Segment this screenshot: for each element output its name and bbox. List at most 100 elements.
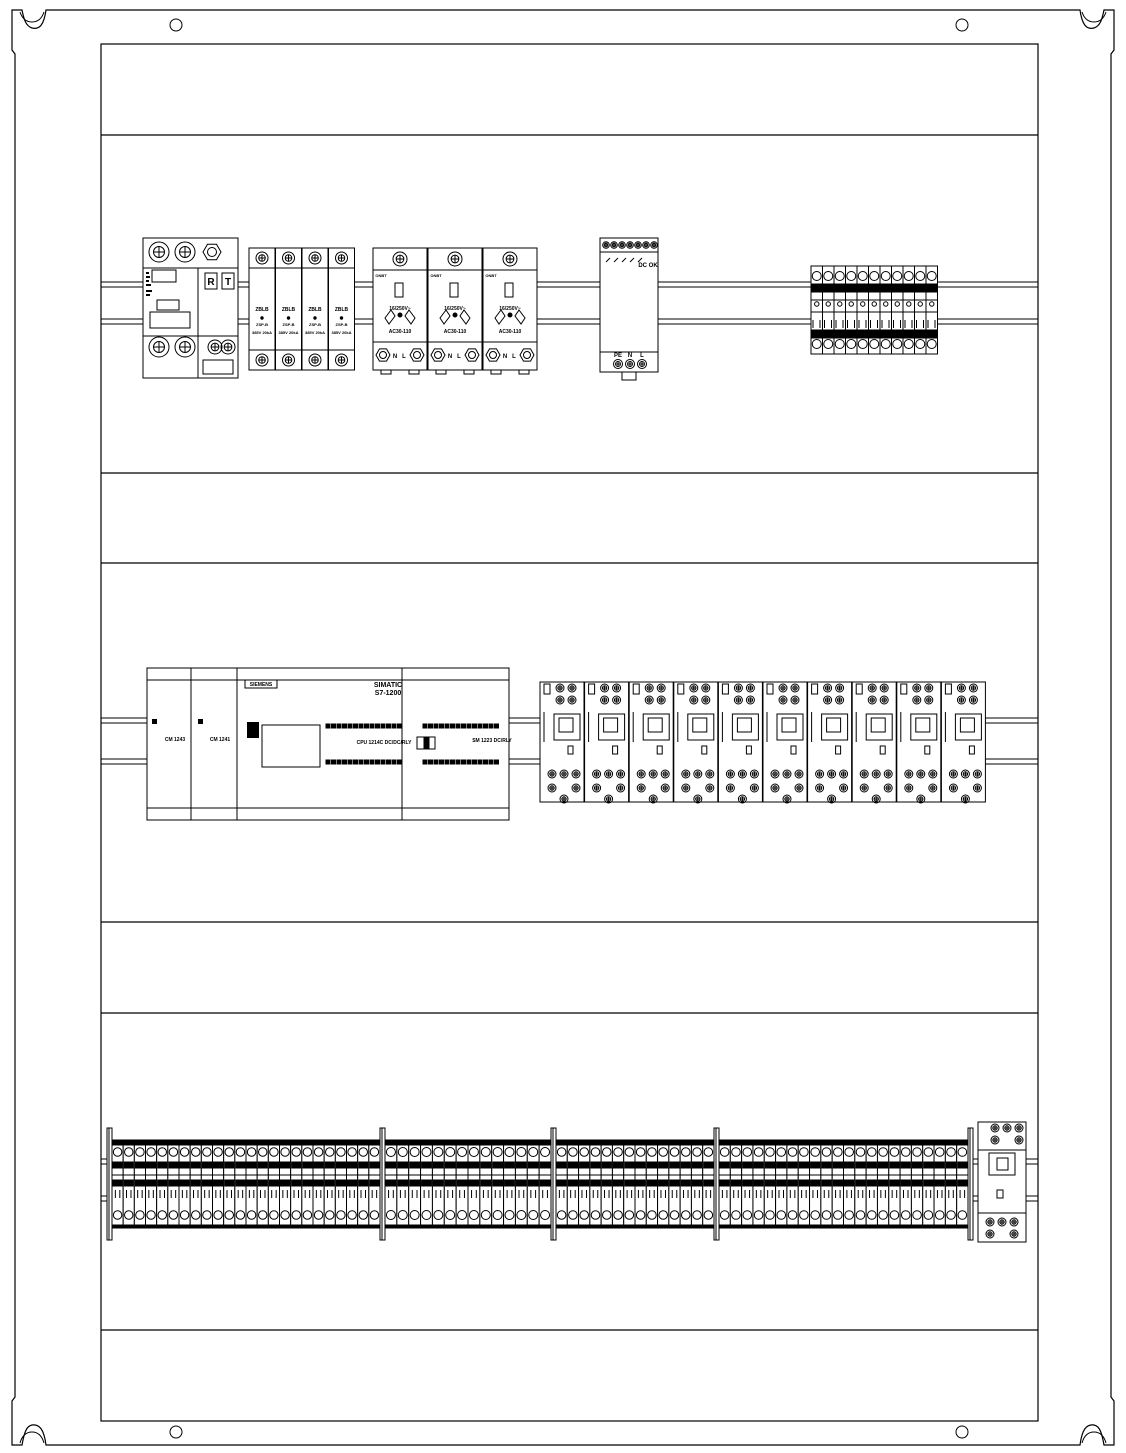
terminal (868, 265, 881, 355)
socket-n-label: N (448, 354, 452, 360)
screw-icon (567, 683, 577, 693)
screw-icon (637, 359, 647, 369)
terminal (256, 1139, 269, 1229)
screw-icon (778, 695, 788, 705)
plc-io-terminal (422, 723, 428, 729)
plc-io-terminal (364, 723, 369, 729)
screw-icon (904, 769, 914, 779)
screw-icon (815, 769, 825, 779)
screw-icon (592, 769, 602, 779)
screw-icon (616, 783, 626, 793)
plc-io-terminal (428, 759, 433, 765)
breaker-label-box (204, 272, 218, 290)
plc-io-terminal (397, 759, 402, 765)
plc-io-terminal (450, 759, 455, 765)
relay-coil (687, 713, 715, 741)
terminal (786, 1139, 799, 1229)
screw-icon (174, 336, 196, 358)
terminal (122, 1139, 135, 1229)
screw-icon (207, 339, 223, 355)
screw-icon (648, 794, 658, 804)
screw-icon (839, 783, 849, 793)
plc-io-terminal (347, 759, 353, 765)
terminal (657, 1139, 670, 1229)
screw-icon (555, 695, 565, 705)
spd-model-label: ZSP-B (256, 322, 268, 327)
terminal (925, 265, 938, 355)
terminal (479, 1139, 493, 1229)
plc-io-terminal (444, 723, 450, 729)
spd-rating-label: 385V 20kA (252, 330, 272, 335)
terminal (752, 1139, 765, 1229)
plc-s7-1200: CM 1243 CM 1241 SIEMENS SIMATIC S7-1200 … (146, 667, 512, 821)
hex-screw-icon (485, 348, 501, 362)
plc-io-terminal (466, 723, 472, 729)
relay-module (628, 681, 674, 804)
screw-icon (616, 769, 626, 779)
socket-earth-slot (449, 282, 459, 298)
plc-io-terminal (439, 723, 444, 729)
terminal (833, 265, 846, 355)
screw-icon (559, 794, 569, 804)
end-stop (550, 1127, 557, 1241)
terminal (566, 1139, 580, 1229)
terminal (611, 1139, 625, 1229)
socket-earth-slot (394, 282, 404, 298)
terminal (589, 1139, 602, 1229)
spd-brand-label: ZBLB (335, 307, 349, 313)
screw-icon (839, 769, 849, 779)
spd-brand-label: ZBLB (255, 307, 269, 313)
plc-io-terminal (466, 759, 472, 765)
screw-icon (650, 241, 658, 249)
screw-icon (956, 683, 966, 693)
screw-icon (985, 1229, 995, 1239)
psu-l-label: L (640, 353, 644, 359)
screw-icon (972, 783, 982, 793)
terminal (822, 265, 835, 355)
screw-icon (642, 241, 650, 249)
hex-screw-icon (375, 348, 391, 362)
screw-icon (600, 695, 610, 705)
plc-io-terminal (380, 723, 386, 729)
screw-icon (660, 783, 670, 793)
screw-icon (956, 695, 966, 705)
socket-n-label: N (503, 354, 507, 360)
screw-icon (1009, 1217, 1019, 1227)
terminal (467, 1139, 481, 1229)
plc-io-terminal (444, 759, 450, 765)
screw-icon (782, 794, 792, 804)
mounting-plate (11, 9, 1115, 1446)
terminal (645, 1139, 659, 1229)
screw-icon (749, 783, 759, 793)
relay-module (539, 681, 585, 804)
screw-icon (644, 683, 654, 693)
relay-coil (776, 713, 804, 741)
plc-io-terminal (488, 723, 494, 729)
screw-icon (733, 695, 743, 705)
screw-icon (794, 769, 804, 779)
plc-io-terminal (336, 759, 342, 765)
plc-cpu-label: CPU 1214C DC/DC/RLY (357, 740, 412, 746)
psu-diode-mark (629, 257, 635, 263)
screw-icon (571, 783, 581, 793)
plc-io-terminal (461, 723, 466, 729)
cm-1241-label: CM 1241 (210, 737, 231, 743)
spd-model-label: ZSP-B (283, 322, 295, 327)
screw-icon (912, 683, 922, 693)
screw-icon (912, 695, 922, 705)
plc-io-terminal (488, 759, 494, 765)
psu-diode-mark (637, 257, 643, 263)
screw-icon (644, 695, 654, 705)
socket-pins-icon (384, 309, 416, 325)
hex-screw-icon (430, 348, 446, 362)
socket-pins-icon (439, 309, 471, 325)
hex-screw-icon (519, 348, 535, 362)
screw-icon (835, 695, 845, 705)
terminal (910, 1139, 924, 1229)
